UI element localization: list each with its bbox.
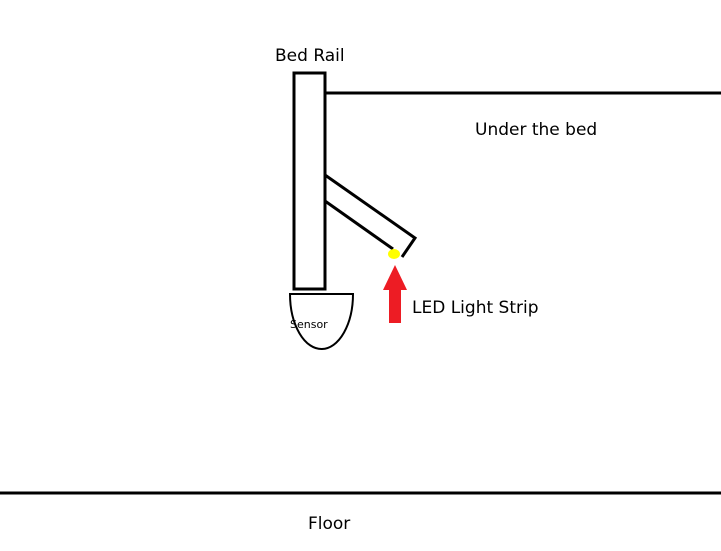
floor-label: Floor <box>308 514 350 534</box>
bed-rail-label: Bed Rail <box>275 46 345 66</box>
led-bracket-top <box>324 173 418 258</box>
led-bracket-bottom <box>324 199 394 251</box>
under-bed-label: Under the bed <box>475 120 597 140</box>
led-pointer-arrow <box>383 265 407 323</box>
bed-rail-board <box>292 71 327 291</box>
sensor-label: Sensor <box>290 318 328 331</box>
sensor-shape <box>288 293 355 351</box>
led-light <box>388 249 400 259</box>
led-strip-label: LED Light Strip <box>412 298 539 318</box>
